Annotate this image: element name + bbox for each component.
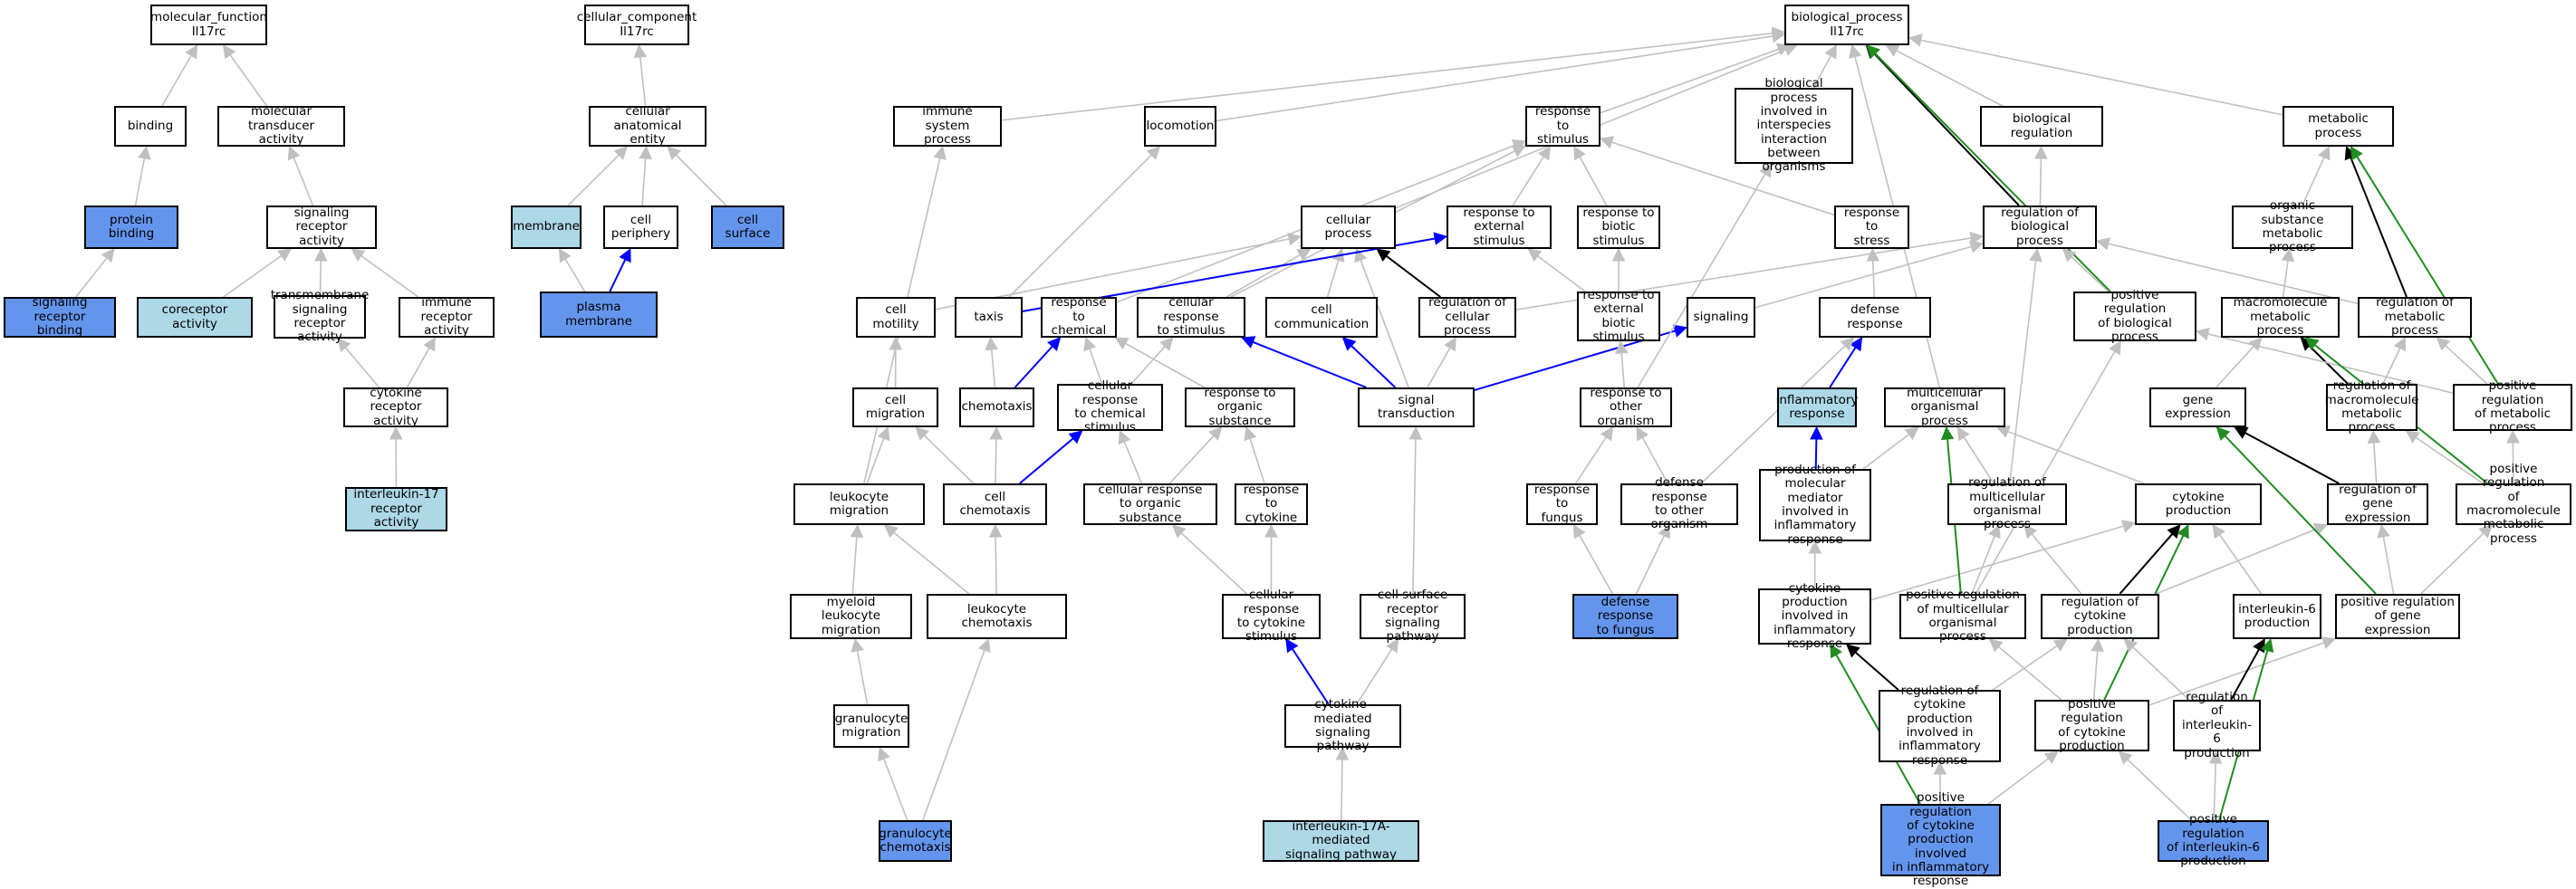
go-term-myeloid[interactable]: myeloid leukocyte migration: [790, 594, 912, 639]
go-term-protbind[interactable]: protein binding: [84, 206, 178, 249]
go-term-regbp[interactable]: regulation of biological process: [1983, 206, 2097, 249]
go-term-respstress[interactable]: response to stress: [1834, 206, 1909, 249]
go-term-cytprod[interactable]: cytokine production: [2135, 483, 2262, 525]
go-term-signaling[interactable]: signaling: [1687, 297, 1755, 338]
go-term-granchemo[interactable]: granulocyte chemotaxis: [879, 820, 952, 862]
go-term-cytprodinfl[interactable]: cytokine production involved in inflamma…: [1758, 588, 1871, 645]
go-term-regmacro[interactable]: regulation of macromolecule metabolic pr…: [2326, 384, 2417, 431]
go-term-defother[interactable]: defense response to other organism: [1620, 483, 1738, 525]
go-term-respstim[interactable]: response to stimulus: [1525, 106, 1600, 147]
go-term-cellresporg[interactable]: cellular response to organic substance: [1083, 483, 1217, 525]
go-term-geneexp[interactable]: gene expression: [2149, 387, 2246, 427]
go-term-respother[interactable]: response to other organism: [1580, 387, 1672, 427]
go-term-regcytprod[interactable]: regulation of cytokine production: [2041, 594, 2159, 639]
go-term-respfungus[interactable]: response to fungus: [1526, 483, 1598, 525]
go-term-posregcytprod[interactable]: positive regulation of cytokine producti…: [2034, 700, 2149, 751]
go-term-posregmacro[interactable]: positive regulation of macromolecule met…: [2456, 483, 2571, 525]
go-term-locom[interactable]: locomotion: [1144, 106, 1216, 147]
go-term-metab[interactable]: metabolic process: [2283, 106, 2394, 147]
go-term-immsys[interactable]: immune system process: [893, 106, 1002, 147]
go-term-respext[interactable]: response to external stimulus: [1447, 206, 1552, 249]
go-term-cellper[interactable]: cell periphery: [603, 206, 678, 249]
go-term-posregbp[interactable]: positive regulation of biological proces…: [2073, 292, 2196, 341]
go-term-reggeneexp[interactable]: regulation of gene expression: [2327, 483, 2428, 525]
go-term-cellchemo[interactable]: cell chemotaxis: [943, 483, 1047, 525]
go-term-posregmet[interactable]: positive regulation of metabolic process: [2453, 384, 2572, 431]
go-term-moltrans[interactable]: molecular transducer activity: [217, 106, 345, 147]
go-term-macromet[interactable]: macromolecule metabolic process: [2221, 297, 2340, 338]
go-term-granmig[interactable]: granulocyte migration: [833, 704, 909, 748]
go-term-resporg[interactable]: response to organic substance: [1185, 387, 1295, 427]
go-term-immrec[interactable]: immune receptor activity: [399, 297, 495, 338]
go-term-regmet[interactable]: regulation of metabolic process: [2358, 297, 2472, 338]
go-term-bp[interactable]: biological_process Il17rc: [1784, 5, 1909, 45]
go-term-sigrecact[interactable]: signaling receptor activity: [266, 206, 377, 249]
go-term-sigtrans[interactable]: signal transduction: [1358, 387, 1475, 427]
go-term-bpinter[interactable]: biological process involved in interspec…: [1735, 88, 1853, 164]
go-term-tmsig[interactable]: transmembrane signaling receptor activit…: [274, 295, 366, 339]
go-term-il17a[interactable]: interleukin-17A-mediated signaling pathw…: [1263, 820, 1419, 862]
go-term-binding[interactable]: binding: [114, 106, 187, 147]
go-term-mf[interactable]: molecular_function Il17rc: [150, 5, 267, 45]
go-term-corec[interactable]: coreceptor activity: [137, 297, 253, 338]
go-term-defresp[interactable]: defense response: [1819, 297, 1931, 338]
go-term-cellsurf[interactable]: cell surface: [711, 206, 784, 249]
go-term-cellrespcyt[interactable]: cellular response to cytokine stimulus: [1222, 594, 1321, 639]
go-term-respextbiot[interactable]: response to external biotic stimulus: [1577, 292, 1660, 341]
go-term-cc[interactable]: cellular_component Il17rc: [584, 5, 689, 45]
go-term-regcytinfl[interactable]: regulation of cytokine production involv…: [1879, 690, 2001, 762]
go-term-chemotaxis[interactable]: chemotaxis: [959, 387, 1034, 427]
go-term-respchem[interactable]: response to chemical: [1041, 297, 1117, 338]
go-term-regil6[interactable]: regulation of interleukin-6 production: [2173, 700, 2261, 751]
go-term-cellsurfrec[interactable]: cell surface receptor signaling pathway: [1360, 594, 1466, 639]
go-term-posreggeneexp[interactable]: positive regulation of gene expression: [2335, 594, 2460, 639]
go-term-regcellproc[interactable]: regulation of cellular process: [1418, 297, 1516, 338]
go-term-prodmed[interactable]: production of molecular mediator involve…: [1759, 469, 1871, 541]
go-term-leukchemo[interactable]: leukocyte chemotaxis: [927, 594, 1067, 639]
go-term-il17rec[interactable]: interleukin-17 receptor activity: [345, 487, 447, 531]
go-term-cae[interactable]: cellular anatomical entity: [589, 106, 706, 147]
go-term-il6prod[interactable]: interleukin-6 production: [2233, 594, 2321, 639]
go-term-cytrec[interactable]: cytokine receptor activity: [343, 387, 448, 427]
go-term-respcyt[interactable]: response to cytokine: [1235, 483, 1308, 525]
go-term-sigrecbind[interactable]: signaling receptor binding: [4, 297, 116, 338]
go-term-multorg[interactable]: multicellular organismal process: [1884, 387, 2005, 427]
go-term-regmultorg[interactable]: regulation of multicellular organismal p…: [1947, 483, 2067, 525]
go-term-bioreg[interactable]: biological regulation: [1980, 106, 2103, 147]
go-term-posregcytinfl[interactable]: positive regulation of cytokine producti…: [1880, 804, 2001, 876]
go-term-orgsub[interactable]: organic substance metabolic process: [2232, 206, 2353, 249]
go-term-posregmultorg[interactable]: positive regulation of multicellular org…: [1899, 594, 2026, 639]
go-term-cellcomm[interactable]: cell communication: [1265, 297, 1378, 338]
go-term-cellrespchem[interactable]: cellular response to chemical stimulus: [1057, 384, 1163, 431]
go-term-respbiot[interactable]: response to biotic stimulus: [1577, 206, 1660, 249]
go-term-deffungus[interactable]: defense response to fungus: [1572, 594, 1678, 639]
go-term-cellmot[interactable]: cell motility: [856, 297, 936, 338]
go-term-leukmig[interactable]: leukocyte migration: [793, 483, 925, 525]
go-term-cellrespstim[interactable]: cellular response to stimulus: [1137, 297, 1245, 338]
go-term-cellproc[interactable]: cellular process: [1301, 206, 1396, 249]
go-term-membrane[interactable]: membrane: [511, 206, 582, 249]
go-term-taxis[interactable]: taxis: [955, 297, 1023, 338]
go-term-cellmig[interactable]: cell migration: [852, 387, 938, 427]
go-term-inflam[interactable]: inflammatory response: [1777, 387, 1857, 427]
go-term-plasmem[interactable]: plasma membrane: [540, 292, 658, 338]
go-term-posregil6[interactable]: positive regulation of interleukin-6 pro…: [2158, 820, 2269, 862]
go-term-cytsig[interactable]: cytokine-mediated signaling pathway: [1284, 704, 1401, 748]
